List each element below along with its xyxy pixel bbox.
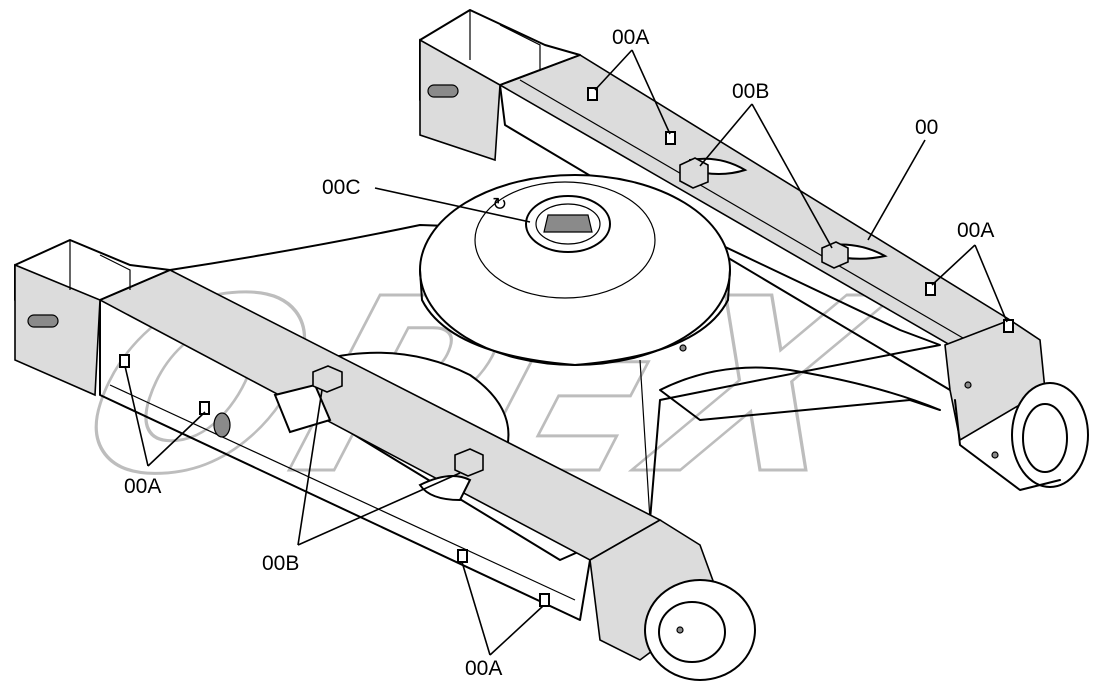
- front-window-2: [418, 475, 472, 502]
- bolt-a-part: [457, 549, 468, 563]
- label-bolt-a-bottom: 00A: [465, 657, 502, 680]
- front-hole: [213, 412, 231, 438]
- leader-line: [631, 49, 671, 135]
- label-frame: 00: [915, 116, 938, 139]
- leader-lines: [124, 49, 1008, 656]
- small-parts: [119, 87, 1014, 607]
- center-frame-top: [169, 224, 941, 561]
- swing-ring-side: [419, 269, 731, 366]
- bolt-b-part: [454, 448, 484, 477]
- label-bolt-a-top: 00A: [612, 26, 649, 49]
- idler-slot: [427, 84, 459, 98]
- bolt-hole: [676, 626, 684, 634]
- leader-line: [297, 389, 323, 546]
- bolt-b-part: [312, 365, 343, 393]
- leader-line: [461, 561, 491, 656]
- leader-line: [974, 244, 1008, 323]
- leader-line: [699, 103, 753, 167]
- label-bolt-a-right: 00A: [957, 219, 994, 242]
- leader-line: [124, 365, 149, 467]
- front-sprocket-boss-inner: [658, 601, 726, 663]
- center-joint-cap: [543, 214, 593, 233]
- leader-line: [297, 472, 461, 546]
- idler-bracket-details: [469, 10, 541, 70]
- idler-bracket-side: [419, 38, 501, 162]
- label-bolt-a-left: 00A: [124, 475, 161, 498]
- rear-arm: [659, 366, 941, 421]
- swing-ring-mid: [474, 181, 656, 299]
- leader-line: [147, 411, 206, 467]
- leader-line: [594, 49, 633, 91]
- bolt-a-part: [1003, 319, 1014, 333]
- leader-line: [374, 187, 531, 223]
- sprocket-bracket-lower: [954, 399, 1061, 491]
- callouts: 00A 00B 00 00A 00C 00A 00B 00A: [124, 26, 994, 680]
- rotation-icon: ↻: [492, 194, 507, 215]
- label-bolt-b-top: 00B: [732, 80, 769, 103]
- bolt-a-part: [199, 401, 210, 415]
- label-ring-c: 00C: [322, 176, 361, 199]
- leader-line: [867, 139, 926, 241]
- front-idler-slot: [27, 314, 59, 328]
- bolt-hole: [964, 381, 972, 389]
- front-window-1: [273, 383, 332, 434]
- label-bolt-b-bottom: 00B: [262, 552, 299, 575]
- leader-line: [489, 605, 544, 656]
- bolt-a-part: [665, 131, 676, 145]
- center-edge: [639, 359, 651, 521]
- bolt-b-part: [821, 241, 849, 269]
- swing-circle: ↻: [419, 174, 731, 366]
- rear-beam-edge-line: [519, 79, 976, 346]
- leader-line: [931, 244, 976, 286]
- rear-side-frame: [419, 9, 1089, 491]
- front-side-frame: [14, 239, 756, 681]
- front-beam-lower-edge: [109, 384, 576, 601]
- sprocket-boss-inner: [1022, 403, 1068, 473]
- front-beam-side-face: [99, 299, 591, 621]
- bolt-a-part: [925, 282, 936, 296]
- center-joint-inner: [535, 203, 601, 245]
- leader-line: [751, 103, 833, 249]
- bolt-a-part: [587, 87, 598, 101]
- bolt-a-part: [119, 354, 130, 368]
- front-idler-bracket-side: [14, 263, 101, 397]
- bolt-a-part: [539, 593, 550, 607]
- grease-point: [679, 344, 687, 352]
- front-idler-details: [69, 240, 131, 290]
- bolt-hole: [991, 451, 999, 459]
